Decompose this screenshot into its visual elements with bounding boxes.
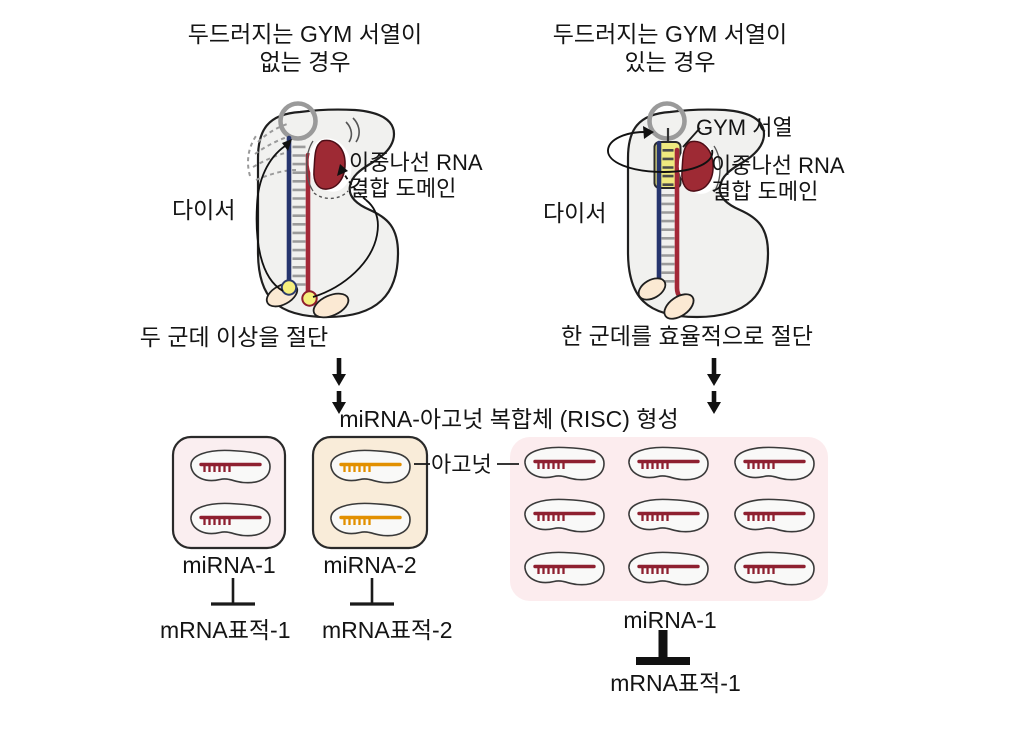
domain-motion-marks	[345, 117, 360, 143]
caption-cleave-multiple: 두 군데 이상을 절단	[139, 324, 329, 350]
mirna1-label: miRNA-1	[182, 552, 276, 578]
inhibition-bar-strong	[636, 630, 690, 665]
title-left: 두드러지는 GYM 서열이 없는 경우	[140, 20, 470, 76]
title-right-line2: 있는 경우	[624, 49, 716, 76]
paz-lobes	[265, 282, 350, 319]
mirna-bean	[189, 448, 272, 485]
title-right: 두드러지는 GYM 서열이 있는 경우	[505, 20, 835, 76]
title-right-line1: 두드러지는 GYM 서열이	[552, 21, 788, 47]
flow-arrow-right	[707, 358, 721, 414]
gym-sequence-label: GYM 서열	[696, 115, 793, 140]
risc-mirna1-label: miRNA-1	[623, 607, 717, 633]
mirna2-label: miRNA-2	[323, 552, 417, 578]
cleavage-site-marker	[301, 290, 318, 307]
flow-arrow-left	[332, 358, 346, 414]
argonaute-label: 아고넛	[431, 452, 492, 477]
mirna-bean	[523, 550, 606, 587]
paz-lobes	[637, 277, 695, 320]
title-left-line1: 두드러지는 GYM 서열이	[187, 21, 423, 47]
risc-mrna-target1-label: mRNA표적-1	[610, 670, 741, 696]
cleavage-arrows	[255, 145, 379, 298]
mirna-bean	[627, 445, 710, 482]
mirna-bean	[329, 448, 412, 485]
dicer-right-domain-label: 이중나선 RNA 결합 도메인	[711, 153, 845, 204]
mirna-bean	[329, 501, 412, 538]
gym-recognition-arrow	[607, 131, 714, 173]
dicer-left-illustration	[247, 101, 400, 319]
inhibition-bar-mirna2	[350, 578, 394, 606]
dicer-left-domain-label: 이중나선 RNA 결합 도메인	[349, 150, 483, 201]
mrna-target2-label: mRNA표적-2	[322, 617, 453, 643]
dsrna-binding-domain	[313, 139, 346, 190]
mirna-bean	[523, 445, 606, 482]
inhibition-bar-mirna1	[211, 578, 255, 606]
mirna-bean	[189, 501, 272, 538]
risc-formation-label: miRNA-아고넛 복합체 (RISC) 형성	[339, 406, 679, 432]
mirna-bean	[733, 497, 816, 534]
mirna-bean	[733, 445, 816, 482]
dicer-right-illustration	[607, 101, 770, 320]
title-left-line2: 없는 경우	[259, 49, 351, 76]
dicer-left-label: 다이서	[172, 197, 236, 223]
mirna-bean	[733, 550, 816, 587]
mirna-bean	[627, 497, 710, 534]
gym-label-pointer	[682, 127, 701, 148]
mirna-bean	[627, 550, 710, 587]
cleavage-site-marker	[280, 279, 298, 296]
mrna-target1-label: mRNA표적-1	[160, 617, 291, 643]
caption-cleave-single: 한 군데를 효율적으로 절단	[561, 323, 813, 349]
dicer-right-label: 다이서	[543, 200, 607, 226]
mirna-bean	[523, 497, 606, 534]
